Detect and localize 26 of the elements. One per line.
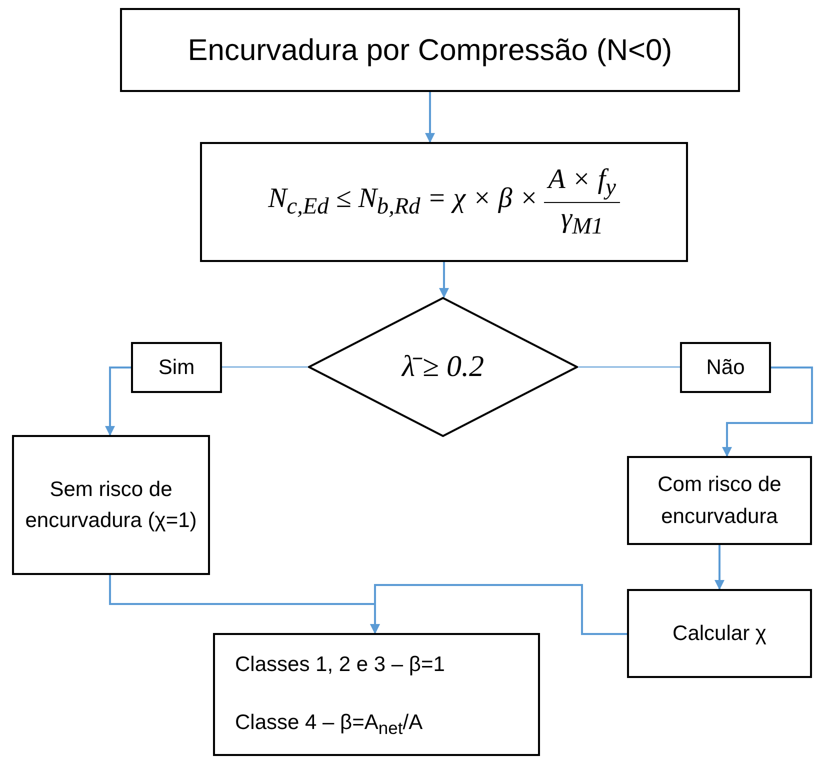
arrow: [714, 545, 724, 590]
decision-diamond: [308, 297, 578, 437]
arrow: [722, 366, 813, 457]
arrow: [105, 366, 131, 436]
box-text: Não: [706, 354, 745, 381]
box-text: Classe 4 – β=A$_{net}$/A: [235, 710, 423, 740]
arrow: [370, 584, 627, 635]
arrow: [425, 92, 435, 143]
process-box: [200, 142, 688, 262]
connector-line: [222, 366, 308, 368]
box-text: Sem risco de encurvadura (χ=1): [24, 476, 198, 534]
process-box: [627, 589, 812, 678]
process-box: [213, 633, 540, 756]
condition-formula: λ̄ ≥ 0.2: [402, 350, 484, 384]
process-box: [627, 456, 812, 545]
answer-box: [680, 342, 771, 393]
box-text: Sim: [158, 354, 195, 381]
arrow: [439, 262, 449, 298]
process-box: [120, 8, 740, 92]
box-text: Calcular χ: [672, 620, 766, 647]
answer-box: [131, 342, 222, 393]
box-text: Classes 1, 2 e 3 – β=1: [235, 652, 445, 678]
box-text: Com risco de encurvadura: [656, 472, 782, 530]
box-text: Encurvadura por Compressão (N<0): [188, 32, 672, 68]
process-box: [12, 435, 210, 575]
connector-line: [578, 366, 680, 368]
